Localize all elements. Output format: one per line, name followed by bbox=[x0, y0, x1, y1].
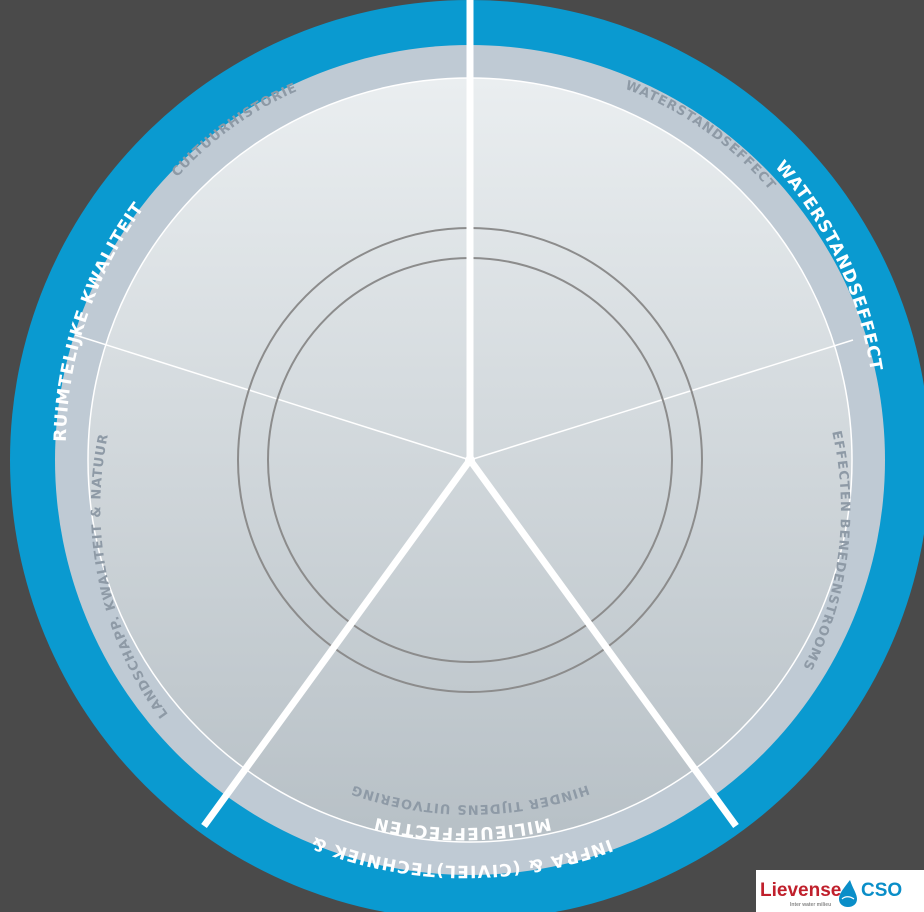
logo-brand-blue: CSO bbox=[861, 880, 902, 901]
logo-background bbox=[756, 870, 924, 912]
divider-line-left bbox=[74, 334, 471, 461]
divider-line-right bbox=[469, 339, 854, 461]
logo-wave-icon bbox=[841, 896, 855, 900]
logo-brand-red: Lievense bbox=[760, 880, 841, 901]
water-drop-icon bbox=[839, 880, 857, 907]
sector-separator-left bbox=[201, 457, 473, 829]
lievense-cso-logo: Lievense CSO Inter water milieu bbox=[756, 870, 924, 912]
center-point bbox=[465, 455, 475, 465]
sector-separator-right bbox=[467, 457, 739, 829]
logo-tagline: Inter water milieu bbox=[790, 902, 831, 908]
